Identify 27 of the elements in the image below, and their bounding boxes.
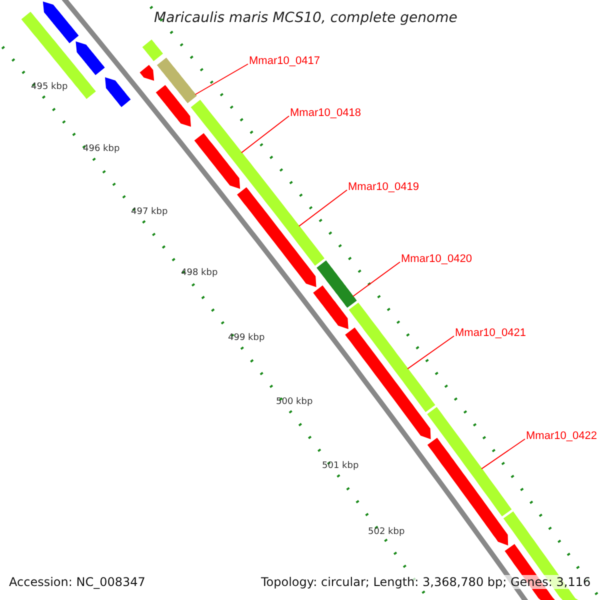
scale-label: 499 kbp <box>228 333 265 343</box>
scale-label: 501 kbp <box>322 461 359 471</box>
leader-line <box>481 438 526 470</box>
leader-line <box>407 336 454 370</box>
gene-label: Mmar10_0420 <box>401 253 472 265</box>
gene-label: Mmar10_0422 <box>526 430 597 442</box>
gene-bar <box>348 302 436 412</box>
title: Maricaulis maris MCS10, complete genome <box>154 10 458 26</box>
leader-line <box>241 116 290 154</box>
leader-line <box>298 190 348 227</box>
scale-label: 498 kbp <box>181 268 218 278</box>
scale-label: 497 kbp <box>131 207 168 217</box>
genome-summary-text: Topology: circular; Length: 3,368,780 bp; Genes: 3,116 <box>261 575 591 589</box>
scale-label: 502 kbp <box>368 527 405 537</box>
gene-bar <box>156 58 197 104</box>
leader-line <box>194 64 248 95</box>
leader-line <box>352 262 400 297</box>
gene-bar <box>316 260 357 308</box>
gene-label: Mmar10_0417 <box>249 55 320 67</box>
gene-label: Mmar10_0418 <box>290 107 361 119</box>
scale-label: 496 kbp <box>83 144 120 154</box>
gene-label: Mmar10_0419 <box>348 181 419 193</box>
gene-label: Mmar10_0421 <box>455 327 526 339</box>
accession-text: Accession: NC_008347 <box>9 575 146 589</box>
gene-bar <box>427 407 512 516</box>
scale-label: 495 kbp <box>31 82 68 92</box>
scale-label: 500 kbp <box>276 397 313 407</box>
